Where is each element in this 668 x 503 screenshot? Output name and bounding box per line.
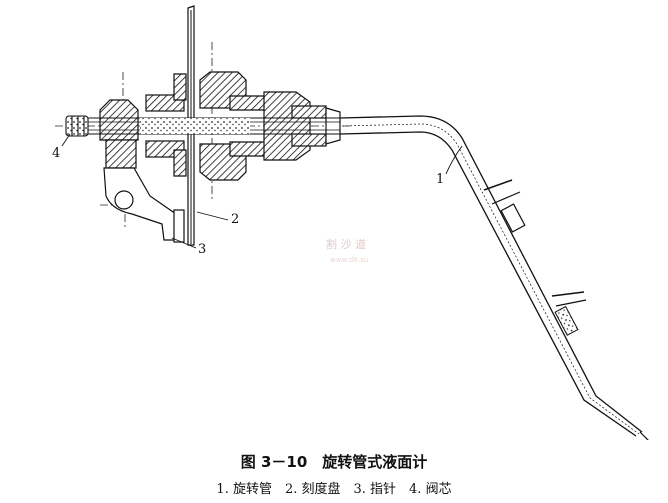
rotating-tube xyxy=(339,115,649,440)
watermark-text: 割 沙 道 xyxy=(326,238,366,251)
valve-core xyxy=(65,115,89,137)
inner-spindle xyxy=(70,117,345,135)
callout-2: 2 xyxy=(231,212,240,227)
callout-4: 4 xyxy=(52,146,61,161)
figure-title: 图 3－10 旋转管式液面计 xyxy=(240,453,428,471)
rotating-tube-level-gauge-drawing xyxy=(55,5,649,440)
pointer xyxy=(103,167,185,243)
callout-1: 1 xyxy=(436,172,445,187)
figure-legend: 1. 旋转管 2. 刻度盘 3. 指针 4. 阀芯 xyxy=(216,482,452,497)
watermark-url: www.dlt.su xyxy=(330,256,369,264)
leader-lines xyxy=(61,133,463,249)
callout-3: 3 xyxy=(198,242,207,257)
gauge-body xyxy=(99,71,341,181)
